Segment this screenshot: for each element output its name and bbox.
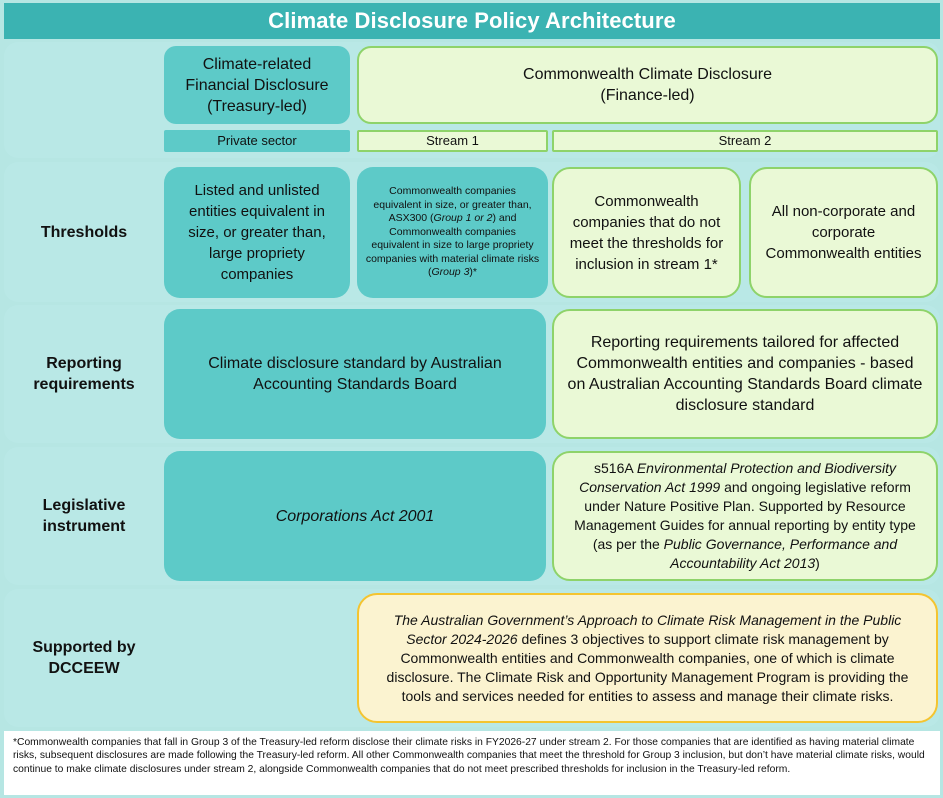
private-sector-text: Private sector (217, 133, 297, 148)
stream2-label: Stream 2 (552, 130, 938, 152)
thresholds-stream1-box: Commonwealth companies equivalent in siz… (357, 167, 548, 298)
commonwealth-header-line1: Commonwealth Climate Disclosure (523, 66, 772, 83)
thresholds-stream2-entities-box: All non-corporate and corporate Commonwe… (749, 167, 938, 298)
stream1-label: Stream 1 (357, 130, 548, 152)
reporting-treasury-box: Climate disclosure standard by Australia… (164, 309, 546, 439)
legislative-commonwealth-box: s516A Environmental Protection and Biodi… (552, 451, 938, 581)
treasury-header-text: Climate-related Financial Disclosure (Tr… (185, 55, 329, 115)
reporting-treasury-text: Climate disclosure standard by Australia… (208, 355, 502, 393)
reporting-label: Reporting requirements (33, 355, 135, 393)
thresholds-stream2-companies-box: Commonwealth companies that do not meet … (552, 167, 741, 298)
supported-label: Supported by DCCEEW (32, 639, 136, 677)
stream1-text: Stream 1 (426, 133, 479, 148)
thresholds-stream2-companies-text: Commonwealth companies that do not meet … (569, 192, 724, 273)
thresholds-private-text: Listed and unlisted entities equivalent … (188, 182, 326, 283)
commonwealth-header-box: Commonwealth Climate Disclosure (Finance… (357, 46, 938, 124)
private-sector-label: Private sector (164, 130, 350, 152)
legislative-treasury-text: Corporations Act 2001 (275, 507, 435, 525)
footnote: *Commonwealth companies that fall in Gro… (4, 731, 940, 795)
treasury-header-box: Climate-related Financial Disclosure (Tr… (164, 46, 350, 124)
legislative-treasury-box: Corporations Act 2001 (164, 451, 546, 581)
title-bar: Climate Disclosure Policy Architecture (4, 3, 940, 39)
legislative-commonwealth-text: s516A Environmental Protection and Biodi… (574, 460, 916, 571)
stream2-text: Stream 2 (718, 133, 772, 148)
supported-box: The Australian Government’s Approach to … (357, 593, 938, 723)
legislative-label: Legislative instrument (42, 497, 126, 535)
thresholds-private-box: Listed and unlisted entities equivalent … (164, 167, 350, 298)
thresholds-label: Thresholds (40, 223, 128, 241)
reporting-commonwealth-box: Reporting requirements tailored for affe… (552, 309, 938, 439)
thresholds-stream1-text: Commonwealth companies equivalent in siz… (365, 185, 540, 279)
thresholds-stream2-entities-text: All non-corporate and corporate Commonwe… (765, 203, 922, 262)
diagram-title: Climate Disclosure Policy Architecture (268, 8, 676, 33)
supported-text: The Australian Government’s Approach to … (386, 611, 909, 704)
commonwealth-header-line2: (Finance-led) (600, 87, 695, 104)
reporting-commonwealth-text: Reporting requirements tailored for affe… (567, 334, 923, 414)
